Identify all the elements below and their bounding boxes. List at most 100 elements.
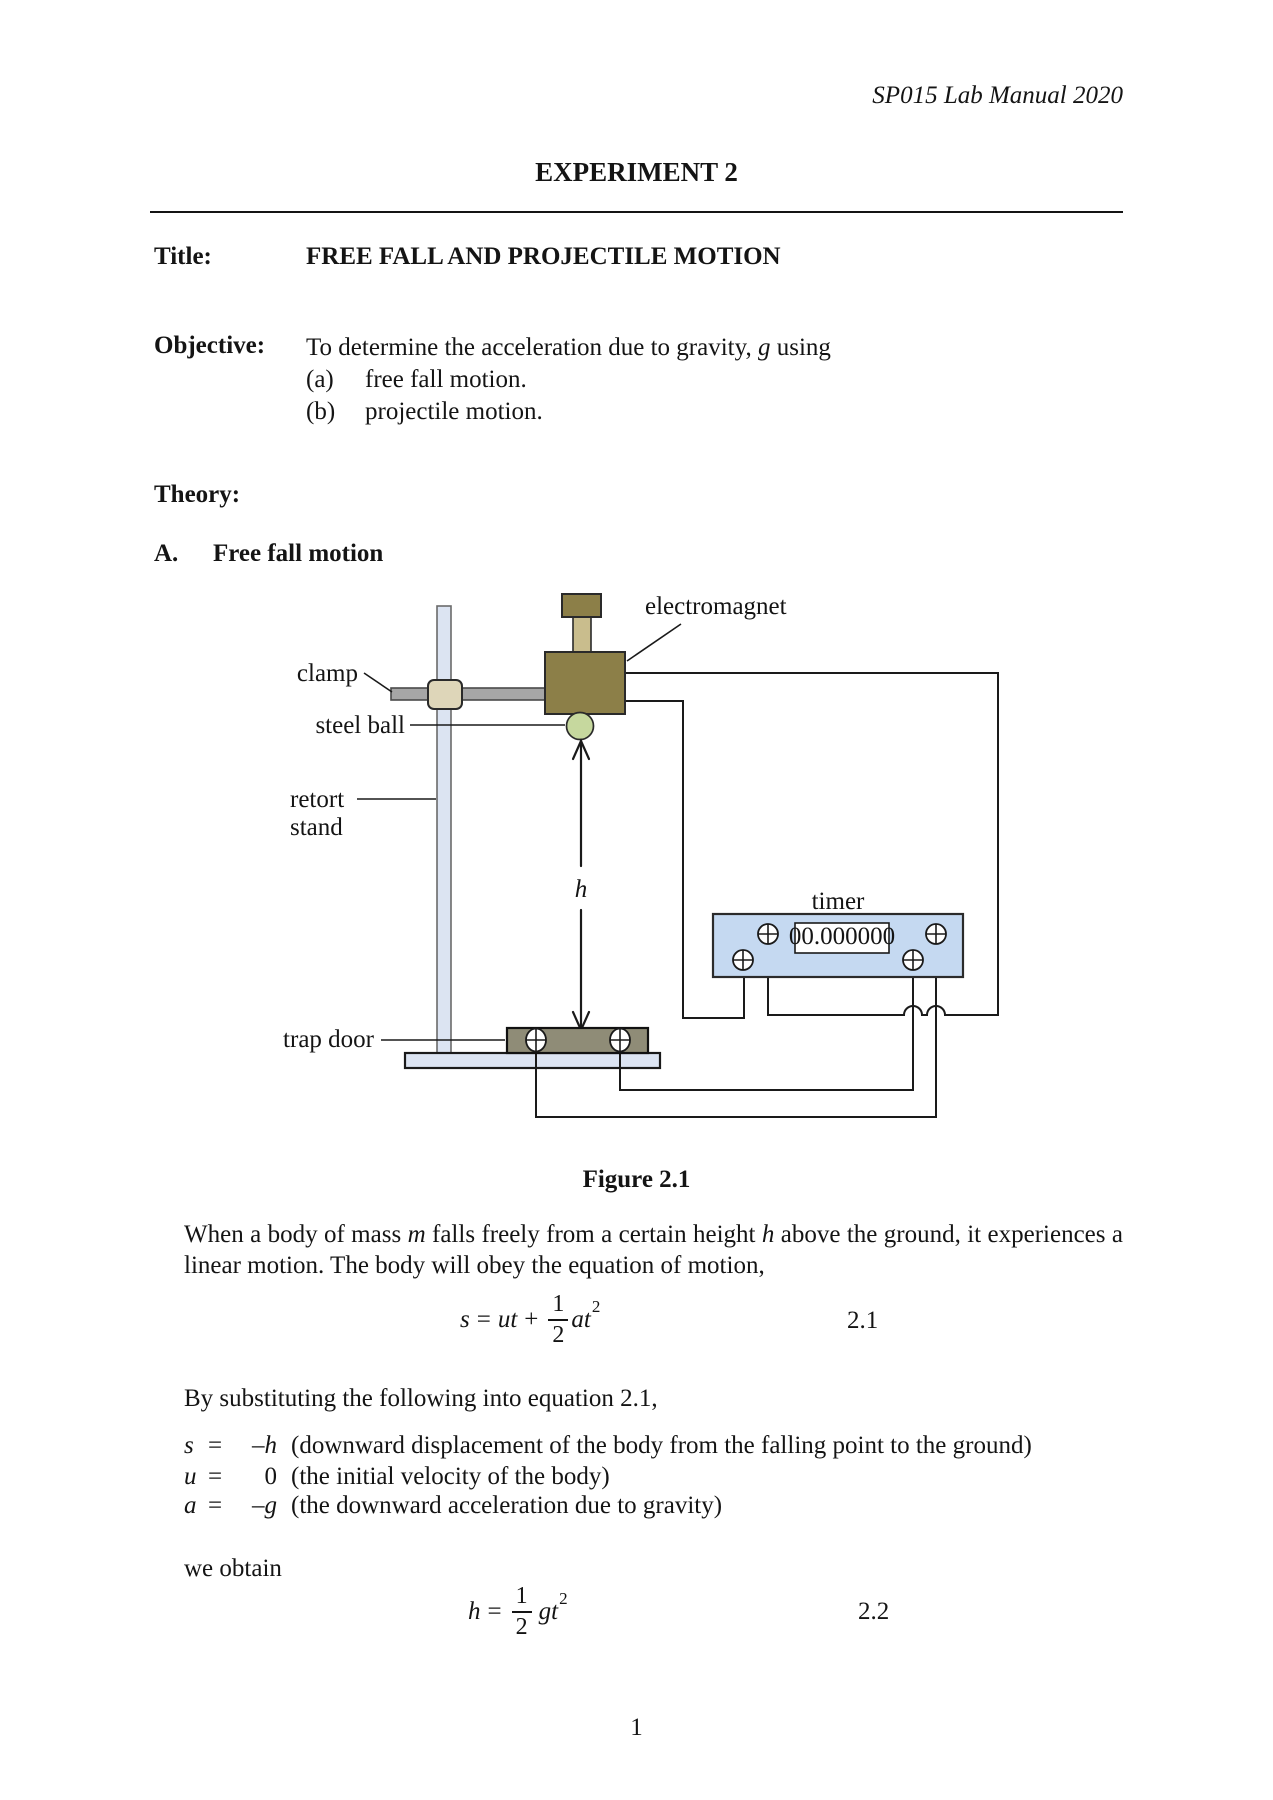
section-marker: A.	[154, 540, 179, 567]
sub-s-equals: =	[208, 1432, 223, 1459]
clamp-label: clamp	[297, 660, 358, 687]
sub-a-symbol: g	[264, 1492, 278, 1519]
title-label: Title:	[154, 243, 212, 270]
wire-trapdoor-right-to-timer	[619, 970, 914, 1091]
electromagnet-leader-line	[626, 623, 682, 662]
trap-door-terminal-left	[525, 1027, 547, 1053]
eq2-lhs: h	[468, 1598, 481, 1625]
sub-a-value: –g	[232, 1492, 284, 1520]
eq2-fraction-half: 1 2	[511, 1582, 532, 1642]
timer-terminal-top-left	[757, 923, 779, 945]
objective-intro-tail: using	[770, 334, 831, 361]
wire-trapdoor-left-to-timer	[535, 944, 937, 1118]
substitution-outro: we obtain	[184, 1555, 282, 1582]
sub-a-description: (the downward acceleration due to gravit…	[291, 1492, 723, 1519]
eq1-fraction-numerator: 1	[552, 1291, 565, 1317]
steel-ball-label: steel ball	[315, 712, 405, 739]
item-b-marker: (b)	[306, 398, 336, 425]
sub-s-symbol: h	[264, 1432, 278, 1459]
eq2-fraction-bar	[511, 1611, 532, 1613]
electromagnet-stem	[572, 615, 592, 655]
height-arrow-up-head	[571, 738, 591, 761]
eq2-equals: =	[487, 1598, 502, 1625]
eq1-term-ut: ut	[497, 1306, 518, 1333]
eq2-fraction-denominator: 2	[515, 1614, 528, 1640]
height-symbol-inline: h	[761, 1221, 775, 1248]
retort-stand-label-line2: stand	[290, 814, 343, 841]
paragraph-text-1: When a body of mass	[184, 1221, 408, 1248]
figure-caption: Figure 2.1	[582, 1166, 691, 1193]
mass-symbol: m	[407, 1221, 426, 1248]
eq1-fraction-denominator: 2	[552, 1322, 565, 1348]
equation-2-1: s = ut + 1 2 at 2	[460, 1283, 600, 1357]
item-a-marker: (a)	[306, 366, 334, 393]
timer-terminal-top-right	[925, 923, 947, 945]
timer-terminal-lower-left	[732, 949, 754, 971]
objective-intro: To determine the acceleration due to gra…	[306, 332, 831, 364]
substitution-row-a: a = –g (the downward acceleration due to…	[184, 1492, 722, 1520]
eq2-exponent: 2	[559, 1589, 568, 1608]
sub-u-description: (the initial velocity of the body)	[291, 1463, 610, 1490]
wire-electromagnet-to-timer-start	[625, 672, 999, 1016]
paragraph-text-2: falls freely from a certain height	[425, 1221, 762, 1248]
timer-display	[794, 922, 890, 954]
eq1-fraction-bar	[548, 1319, 569, 1321]
equation-2-2: h = 1 2 gt 2	[468, 1575, 568, 1649]
substitution-row-s: s = –h (downward displacement of the bod…	[184, 1432, 1032, 1460]
eq1-term-at: at	[571, 1306, 591, 1333]
sub-s-value: –h	[232, 1432, 284, 1460]
page-title: EXPERIMENT 2	[535, 157, 738, 187]
timer-label: timer	[812, 888, 865, 915]
equation-2-2-number: 2.2	[858, 1598, 890, 1625]
running-header: SP015 Lab Manual 2020	[872, 82, 1123, 109]
retort-stand-label-line1: retort	[290, 786, 344, 813]
objective-label: Objective:	[154, 332, 266, 359]
equation-2-1-number: 2.1	[847, 1307, 879, 1334]
substitution-intro: By substituting the following into equat…	[184, 1385, 658, 1412]
sub-u-value: 0	[232, 1463, 284, 1491]
objective-item-b: (b)projectile motion.	[306, 396, 831, 428]
sub-u-var: u	[184, 1463, 197, 1490]
electromagnet-label: electromagnet	[645, 593, 787, 620]
divider-line	[150, 211, 1123, 213]
sub-a-sign: –	[252, 1492, 265, 1519]
eq1-exponent: 2	[591, 1297, 601, 1316]
eq2-term-gt: gt	[538, 1598, 559, 1625]
item-a-text: free fall motion.	[365, 366, 527, 393]
sub-s-description: (downward displacement of the body from …	[291, 1432, 1032, 1459]
gravity-symbol: g	[758, 334, 771, 361]
electromagnet-body	[544, 651, 626, 715]
timer-terminal-lower-right	[902, 949, 924, 971]
eq1-lhs: s	[460, 1306, 470, 1333]
eq1-equals: =	[476, 1306, 491, 1333]
sub-a-equals: =	[208, 1492, 223, 1519]
stand-base-plate	[403, 1051, 662, 1070]
objective-content: To determine the acceleration due to gra…	[306, 332, 831, 428]
trap-door-label: trap door	[283, 1026, 375, 1053]
page-number: 1	[630, 1714, 643, 1741]
eq1-fraction-half: 1 2	[548, 1290, 569, 1350]
sub-u-symbol: 0	[264, 1463, 278, 1490]
retort-stand-rod	[436, 605, 452, 1054]
timer-display-value: 00.000000	[789, 923, 895, 950]
clamp-leader-line	[363, 672, 393, 693]
sub-u-equals: =	[208, 1463, 223, 1490]
section-title: Free fall motion	[213, 540, 384, 567]
electromagnet-cap	[561, 593, 602, 618]
objective-intro-text: To determine the acceleration due to gra…	[306, 334, 758, 361]
free-fall-apparatus-diagram: h timer 00.000000 electromagnet clamp st…	[283, 593, 999, 1118]
eq1-plus: +	[524, 1306, 539, 1333]
height-symbol-label: h	[575, 876, 588, 903]
trap-door-terminal-right	[609, 1027, 631, 1053]
sub-s-var: s	[184, 1432, 194, 1459]
steel-ball	[565, 711, 595, 741]
paragraph-text-3: above the ground, it experiences a linea…	[184, 1221, 1123, 1279]
title-value: FREE FALL AND PROJECTILE MOTION	[306, 243, 781, 270]
clamp-arm	[390, 687, 546, 701]
eq2-fraction-numerator: 1	[515, 1583, 528, 1609]
theory-label: Theory:	[154, 481, 241, 508]
sub-s-sign: –	[252, 1432, 265, 1459]
wire-electromagnet-return	[625, 700, 745, 1019]
objective-item-a: (a) free fall motion.	[306, 364, 831, 396]
